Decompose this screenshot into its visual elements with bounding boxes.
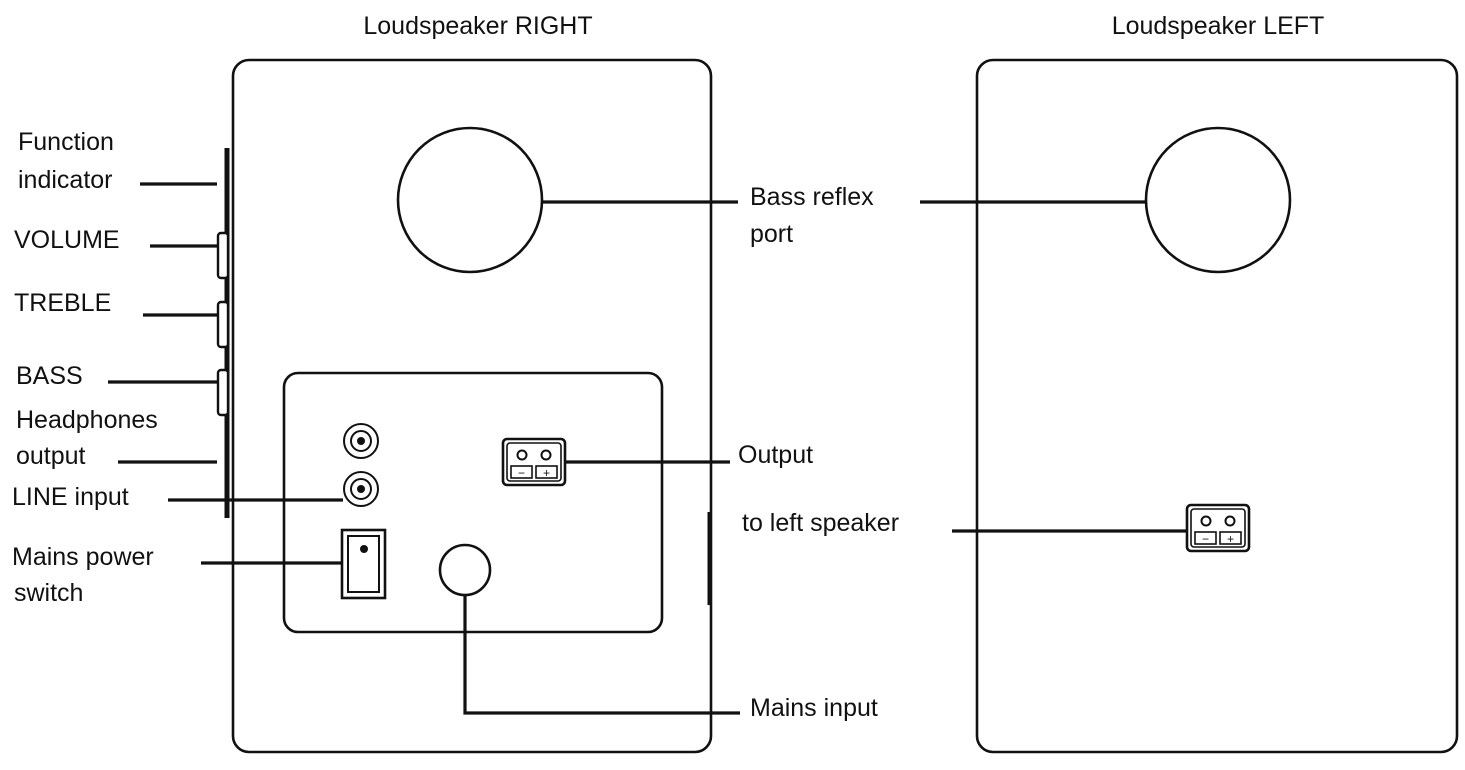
left-speaker-terminal: − + [1185,503,1251,553]
left-bass-reflex-port [1144,126,1292,274]
label-volume: VOLUME [14,226,120,254]
label-line-input: LINE input [12,483,129,511]
label-mains-input: Mains input [750,694,878,722]
output-minus-symbol: − [518,466,525,480]
left-terminal-plus-symbol: + [1227,532,1234,546]
line-input-jack [343,471,379,507]
left-terminal-minus-symbol: − [1202,532,1209,546]
volume-knob [216,231,230,280]
label-mains-power-switch-line1: Mains power [12,543,154,571]
label-to-left-speaker: to left speaker [742,509,899,537]
treble-knob [216,300,230,349]
label-bass-reflex-port-line1: Bass reflex [750,183,874,211]
right-bass-reflex-port [396,126,544,274]
label-treble: TREBLE [14,289,111,317]
label-headphones-output-line1: Headphones [16,406,158,434]
output-terminal: − + [501,437,567,487]
leader-mains-input [463,595,740,715]
headphones-jack [343,423,379,459]
label-function-indicator-line2: indicator [18,166,113,194]
left-speaker-title: Loudspeaker LEFT [1112,12,1325,40]
output-plus-symbol: + [543,466,550,480]
bass-knob [216,368,230,417]
label-headphones-output-line2: output [16,442,86,470]
left-speaker-cabinet [975,58,1459,754]
right-speaker-cabinet [231,58,713,754]
mains-input-socket [438,543,492,597]
label-bass-reflex-port-line2: port [750,220,793,248]
label-function-indicator-line1: Function [18,128,114,156]
label-output: Output [738,441,813,469]
rear-connection-panel [282,371,664,634]
label-bass: BASS [16,362,83,390]
label-mains-power-switch-line2: switch [14,579,83,607]
right-speaker-title: Loudspeaker RIGHT [363,12,592,40]
mains-power-switch [340,528,387,600]
